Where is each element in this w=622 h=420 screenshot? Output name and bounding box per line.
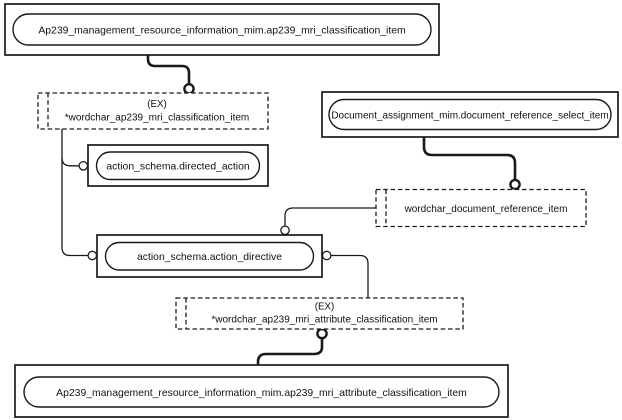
ex-classification-dashed-rect bbox=[37, 92, 269, 130]
ex-attribute-dashed-rect bbox=[175, 297, 464, 330]
top-entity-label: Ap239_management_resource_information_mi… bbox=[38, 25, 405, 36]
attachment-circle-action-directive-left bbox=[87, 250, 98, 261]
action-directive-stadium bbox=[104, 241, 315, 271]
relationship-circle-wordchardocument bbox=[509, 178, 521, 191]
document-select-stadium bbox=[328, 98, 612, 131]
node-document-select: Document_assignment_mim.document_referen… bbox=[321, 91, 619, 138]
directed-action-stadium bbox=[95, 151, 261, 181]
relationship-circle-exclassification bbox=[183, 83, 195, 95]
node-ex-classification: (EX) *wordchar_ap239_mri_classification_… bbox=[37, 92, 269, 130]
attachment-circle-action-directive-right bbox=[321, 250, 332, 261]
connector-actiondirective-to-wordchardocument bbox=[284, 207, 376, 227]
ex-attribute-label: *wordchar_ap239_mri_attribute_classifica… bbox=[211, 315, 437, 326]
bottom-entity-label: Ap239_management_resource_information_mi… bbox=[56, 388, 467, 399]
wordchar-document-dashed-rect bbox=[375, 188, 587, 228]
node-wordchar-document: wordchar_document_reference_item bbox=[375, 188, 587, 228]
bottom-entity-stadium bbox=[23, 376, 500, 408]
directed-action-label: action_schema.directed_action bbox=[106, 162, 249, 173]
ex-classification-label: *wordchar_ap239_mri_classification_item bbox=[65, 113, 250, 124]
node-directed-action: action_schema.directed_action bbox=[78, 144, 269, 187]
node-bottom-entity: Ap239_management_resource_information_mi… bbox=[14, 364, 509, 418]
ex-attribute-tag: (EX) bbox=[315, 302, 335, 313]
document-select-label: Document_assignment_mim.document_referen… bbox=[331, 111, 608, 122]
node-action-directive: action_schema.action_directive bbox=[87, 225, 332, 278]
relationship-circle-exattribute bbox=[316, 327, 328, 340]
node-ex-attribute: (EX) *wordchar_ap239_mri_attribute_class… bbox=[175, 297, 464, 330]
action-directive-label: action_schema.action_directive bbox=[137, 252, 282, 263]
ex-classification-tag: (EX) bbox=[147, 99, 167, 110]
connector-exclassification-to-directedaction bbox=[61, 157, 80, 167]
top-entity-stadium bbox=[12, 13, 432, 46]
node-top-entity: Ap239_management_resource_information_mi… bbox=[4, 3, 440, 56]
connector-exattribute-to-bottomentity bbox=[256, 338, 324, 365]
connector-topentity-to-exclassification bbox=[146, 55, 191, 84]
connector-actiondirective-to-exattribute bbox=[330, 254, 369, 298]
connector-documentselect-to-wordchardocument bbox=[422, 137, 517, 179]
wordchar-document-label: wordchar_document_reference_item bbox=[404, 204, 568, 215]
attachment-circle-directed-action-left bbox=[78, 160, 89, 171]
connector-exclassification-to-actiondirective bbox=[61, 129, 89, 257]
attachment-circle-action-directive-top bbox=[280, 225, 290, 236]
